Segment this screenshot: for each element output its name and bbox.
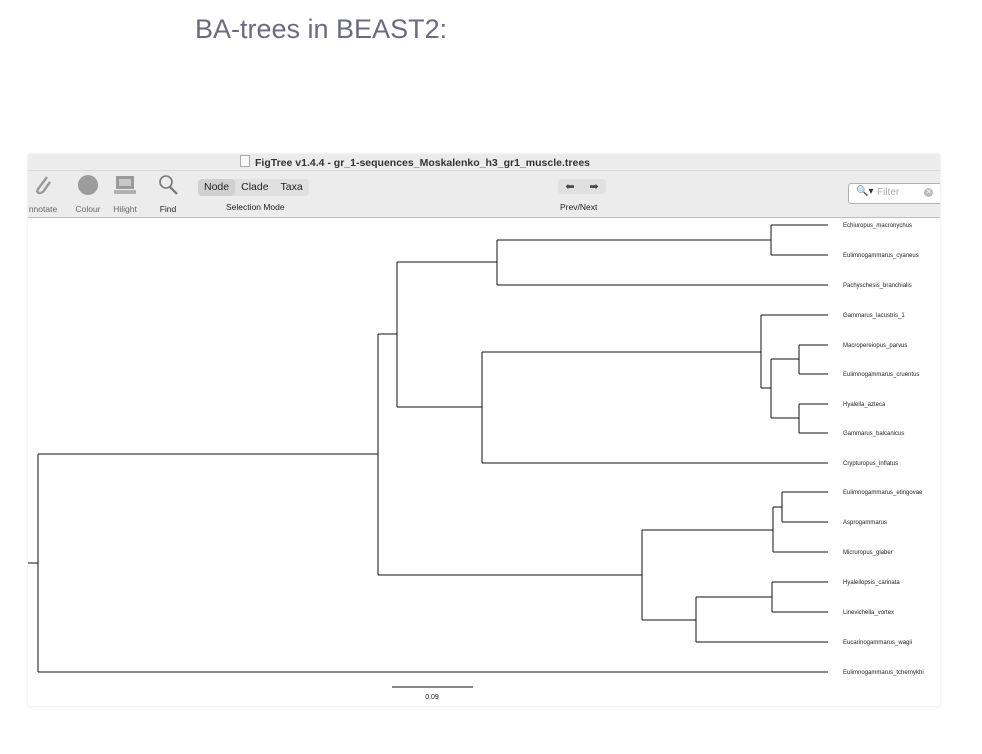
taxon-label[interactable]: Gammarus_balcanicus (843, 431, 904, 437)
magnifier-icon (159, 175, 178, 195)
hilight-button[interactable]: Hilight (108, 173, 142, 214)
annotate-button[interactable]: nnotate (28, 173, 62, 214)
slide-title: BA-trees in BEAST2: (195, 14, 448, 44)
taxon-label[interactable]: Hyalellopsis_carinata (843, 580, 900, 586)
taxon-label[interactable]: Eucarinogammarus_wagii (843, 640, 912, 646)
find-button[interactable]: Find (152, 173, 184, 214)
figtree-window: FigTree v1.4.4 - gr_1-sequences_Moskalen… (28, 154, 940, 706)
colour-circle-icon (78, 175, 98, 195)
hilight-icon (114, 176, 136, 194)
colour-button[interactable]: Colour (70, 173, 106, 214)
taxon-label[interactable]: Echiuropus_macronychus (843, 223, 912, 229)
taxon-label[interactable]: Hyalella_azteca (843, 402, 886, 408)
hilight-label: Hilight (113, 204, 137, 214)
taxon-label[interactable]: Eulimnogammarus_cruentus (843, 372, 919, 378)
phylogenetic-tree: Echiuropus_macronychus Eulimnogammarus_c… (28, 223, 924, 701)
selection-mode-label: Selection Mode (226, 202, 285, 212)
window-title-text: FigTree v1.4.4 - gr_1-sequences_Moskalen… (255, 157, 591, 169)
taxon-label[interactable]: Eulimnogammarus_tchernykhi (843, 670, 924, 676)
taxon-label[interactable]: Linevichella_vortex (843, 610, 894, 616)
paperclip-icon (36, 176, 52, 195)
window-title: FigTree v1.4.4 - gr_1-sequences_Moskalen… (240, 155, 590, 169)
taxon-label[interactable]: Micruropus_glaber (843, 550, 893, 556)
window-titlebar: FigTree v1.4.4 - gr_1-sequences_Moskalen… (28, 154, 940, 171)
taxon-label[interactable]: Pachyschesis_branchialis (843, 283, 912, 289)
taxa-mode-button[interactable]: Taxa (280, 181, 303, 193)
node-mode-button[interactable]: Node (198, 179, 236, 196)
prev-next-control: ⬅ ➡ (558, 179, 606, 194)
taxon-label[interactable]: Gammarus_lacustris_1 (843, 313, 905, 319)
find-label: Find (159, 204, 177, 214)
scale-bar-label: 0.09 (425, 694, 439, 701)
annotate-label: nnotate (28, 204, 58, 214)
taxon-label[interactable]: Macropereiopus_parvus (843, 343, 907, 349)
prev-arrow-icon[interactable]: ⬅ (565, 181, 575, 193)
taxon-label[interactable]: Crypturopus_inflatus (843, 461, 898, 467)
taxon-label[interactable]: Eulimnogammarus_etingovae (843, 490, 923, 496)
selection-mode-control: Node Clade Taxa (198, 179, 309, 196)
toolbar: nnotate Colour Hilight Find Node Clade T… (28, 171, 940, 218)
filter-input[interactable]: 🔍▾ Filter ✕ (848, 183, 940, 204)
clear-icon[interactable]: ✕ (924, 188, 933, 197)
next-arrow-icon[interactable]: ➡ (589, 181, 599, 193)
taxon-label[interactable]: Eulimnogammarus_cyaneus (843, 253, 919, 259)
filter-placeholder: Filter (877, 187, 900, 198)
tree-branches (28, 224, 828, 688)
search-icon: 🔍▾ (856, 186, 874, 197)
prev-next-label: Prev/Next (560, 202, 598, 212)
clade-mode-button[interactable]: Clade (241, 181, 269, 193)
taxon-labels: Echiuropus_macronychus Eulimnogammarus_c… (843, 223, 924, 676)
colour-label: Colour (75, 204, 101, 214)
document-icon (240, 155, 250, 167)
taxon-label[interactable]: Asprogammarus (843, 520, 887, 526)
